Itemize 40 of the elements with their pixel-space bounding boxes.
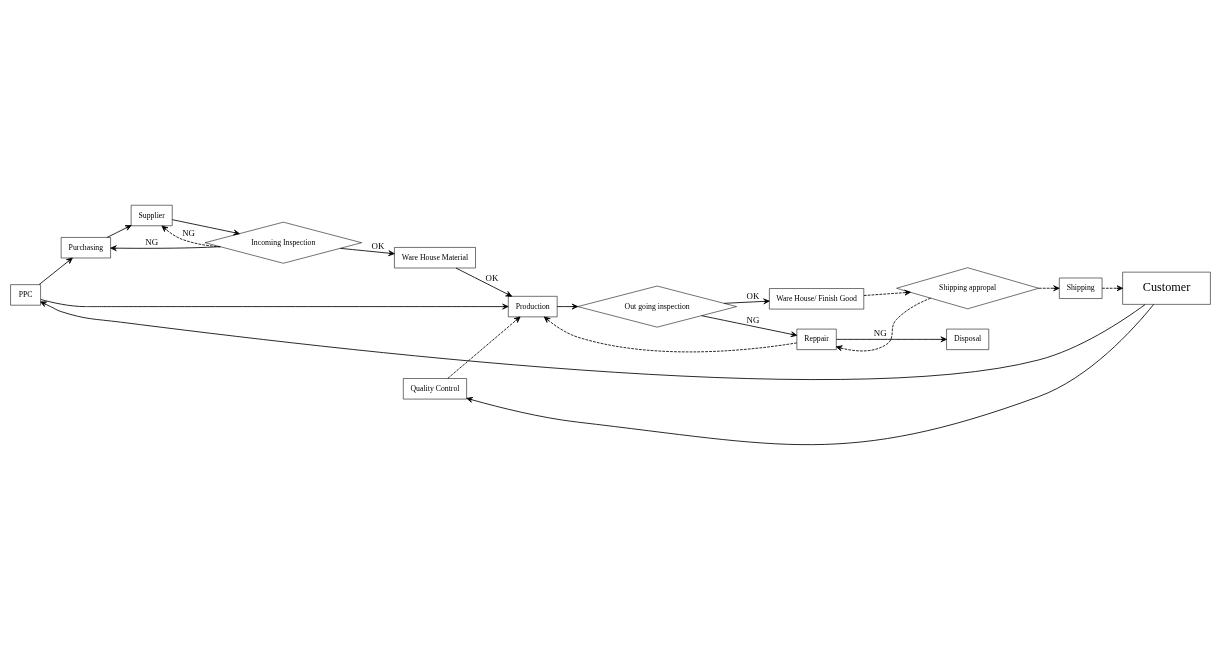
node-box: PPC [10,284,41,306]
arrow [1101,285,1123,292]
node-box: Shipping [1059,277,1103,299]
node-box: Quality Control [403,378,467,400]
node-box: Supplier [130,204,173,227]
node-box: Ware House Material [394,247,476,269]
node-diamond: Shipping appropal [896,267,1040,310]
arrow [339,247,395,257]
edge-label: NG [873,328,887,339]
arrow [40,299,509,310]
arrow [543,316,798,353]
arrow [38,257,73,285]
arrow [835,297,932,352]
node-box: Customer [1122,271,1211,305]
edge-label: NG [145,237,159,248]
node-box: Production [508,296,558,318]
node-diamond: Out going inspection [577,285,737,328]
node-box: Reppair [796,328,837,350]
node-diamond: Incoming Inspection [204,221,362,264]
arrow [161,225,221,248]
arrow [701,315,798,338]
arrow [106,225,132,238]
arrow [40,301,1146,380]
arrow [1038,285,1060,292]
edge-label: OK [746,290,760,301]
edge-label: NG [182,228,196,239]
arrow [171,219,240,236]
arrow [447,316,521,379]
arrow [455,267,513,297]
arrow [723,298,770,305]
node-box: Purchasing [60,237,111,259]
node-box: Disposal [946,328,990,350]
edge-label: OK [371,240,385,251]
edge-label: OK [485,272,499,283]
node-box: Ware House/ Finish Good [769,288,865,310]
arrow [836,336,947,343]
arrow [863,289,911,296]
arrow [556,303,579,310]
edge-label: NG [746,314,760,325]
arrow [466,303,1155,446]
